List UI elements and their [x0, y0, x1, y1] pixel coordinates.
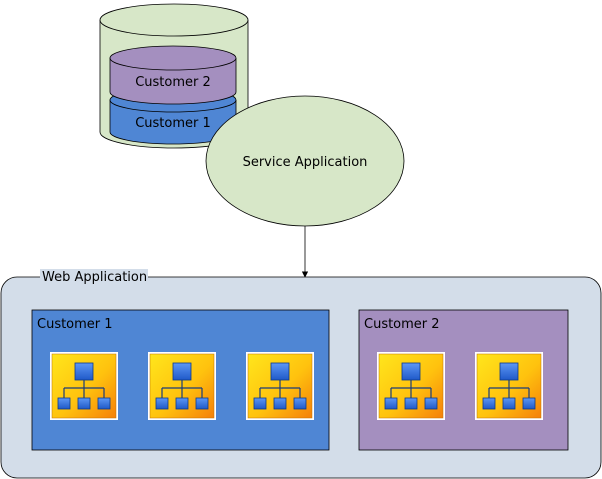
site-collection-icon	[148, 352, 216, 420]
site-collection-icon	[377, 352, 445, 420]
database-layer-label: Customer 1	[135, 116, 211, 131]
site-collection-icon	[246, 352, 314, 420]
tenant-label: Customer 2	[364, 317, 440, 332]
database-cylinder-top	[99, 3, 249, 37]
web-application-title-bg	[40, 269, 148, 284]
content-database: Customer 1 Customer 2	[99, 3, 249, 149]
site-collection-icon	[475, 352, 543, 420]
site-collection-icon	[50, 352, 118, 420]
site-icons	[50, 352, 543, 420]
tenant-label: Customer 1	[37, 317, 113, 332]
service-application: Service Application	[205, 95, 405, 227]
service-application-label: Service Application	[243, 155, 368, 170]
database-layer-customer-2: Customer 2	[109, 45, 237, 105]
web-application-title: Web Application	[42, 270, 147, 285]
web-application: Web Application Customer 1 Customer 2	[0, 269, 602, 479]
database-layer-label: Customer 2	[135, 75, 211, 90]
